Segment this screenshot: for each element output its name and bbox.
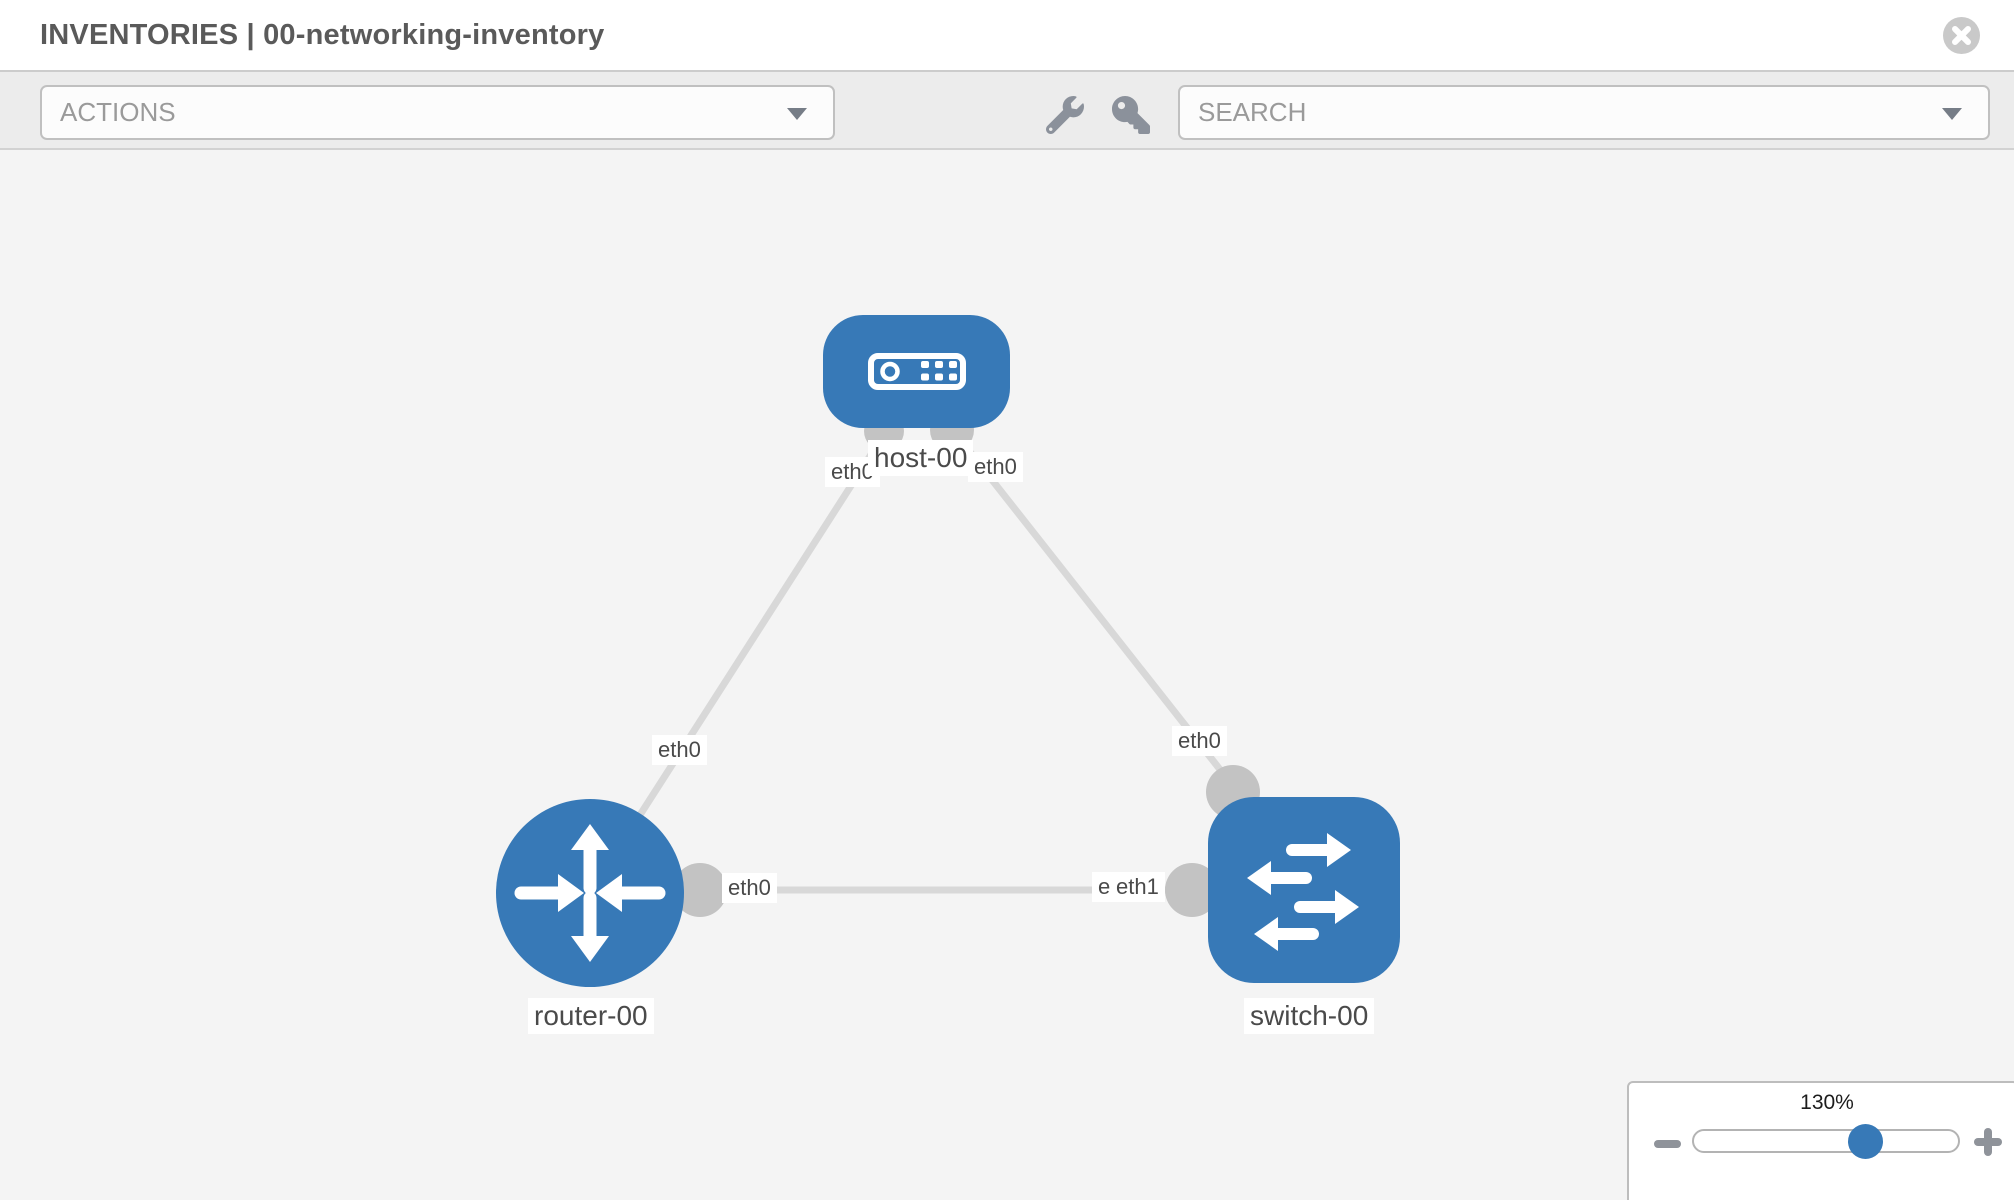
node-label-host: host-00 xyxy=(868,440,974,476)
key-icon[interactable] xyxy=(1112,96,1150,134)
node-host-00[interactable] xyxy=(823,315,1010,428)
topology-canvas[interactable]: eth0 eth0 eth0 eth0 eth0 eth0 eth1 host-… xyxy=(0,152,2014,1200)
chevron-down-icon xyxy=(1942,108,1962,120)
port-label: eth0 xyxy=(1172,726,1227,756)
endpoint-dot xyxy=(1165,863,1219,917)
port-label: eth1 xyxy=(1110,872,1165,902)
zoom-slider-track[interactable] xyxy=(1692,1129,1960,1153)
node-router-00[interactable] xyxy=(496,799,684,987)
node-label-router: router-00 xyxy=(528,998,654,1034)
search-dropdown[interactable]: SEARCH xyxy=(1178,85,1990,140)
zoom-level-value: 130% xyxy=(1800,1091,1854,1114)
link-lines[interactable] xyxy=(587,421,1304,895)
node-switch-00[interactable] xyxy=(1208,797,1400,983)
port-label: eth0 xyxy=(652,735,707,765)
toolbar: ACTIONS SEARCH xyxy=(0,72,2014,150)
search-dropdown-label: SEARCH xyxy=(1198,97,1307,127)
actions-dropdown[interactable]: ACTIONS xyxy=(40,85,835,140)
plus-bar-v xyxy=(1984,1128,1992,1156)
header-bar: INVENTORIES | 00-networking-inventory xyxy=(0,0,2014,72)
zoom-control-panel: 130% xyxy=(1627,1081,2014,1200)
chevron-down-icon xyxy=(787,108,807,120)
server-icon xyxy=(868,353,966,390)
wrench-icon[interactable] xyxy=(1046,96,1084,134)
minus-icon[interactable] xyxy=(1654,1140,1681,1148)
switch-icon xyxy=(1247,833,1359,951)
endpoint-dot xyxy=(673,863,727,917)
port-label: eth0 xyxy=(722,873,777,903)
zoom-slider-handle[interactable] xyxy=(1848,1124,1883,1159)
close-icon xyxy=(1952,26,1971,45)
port-label: eth0 xyxy=(968,452,1023,482)
link-endpoint-dots xyxy=(673,408,1260,917)
actions-dropdown-label: ACTIONS xyxy=(60,97,176,127)
node-label-switch: switch-00 xyxy=(1244,998,1375,1034)
router-icon xyxy=(514,824,666,962)
topology-svg xyxy=(496,315,1400,987)
close-button[interactable] xyxy=(1943,17,1980,54)
plus-icon[interactable] xyxy=(1974,1128,2002,1156)
page-title: INVENTORIES | 00-networking-inventory xyxy=(40,19,605,51)
